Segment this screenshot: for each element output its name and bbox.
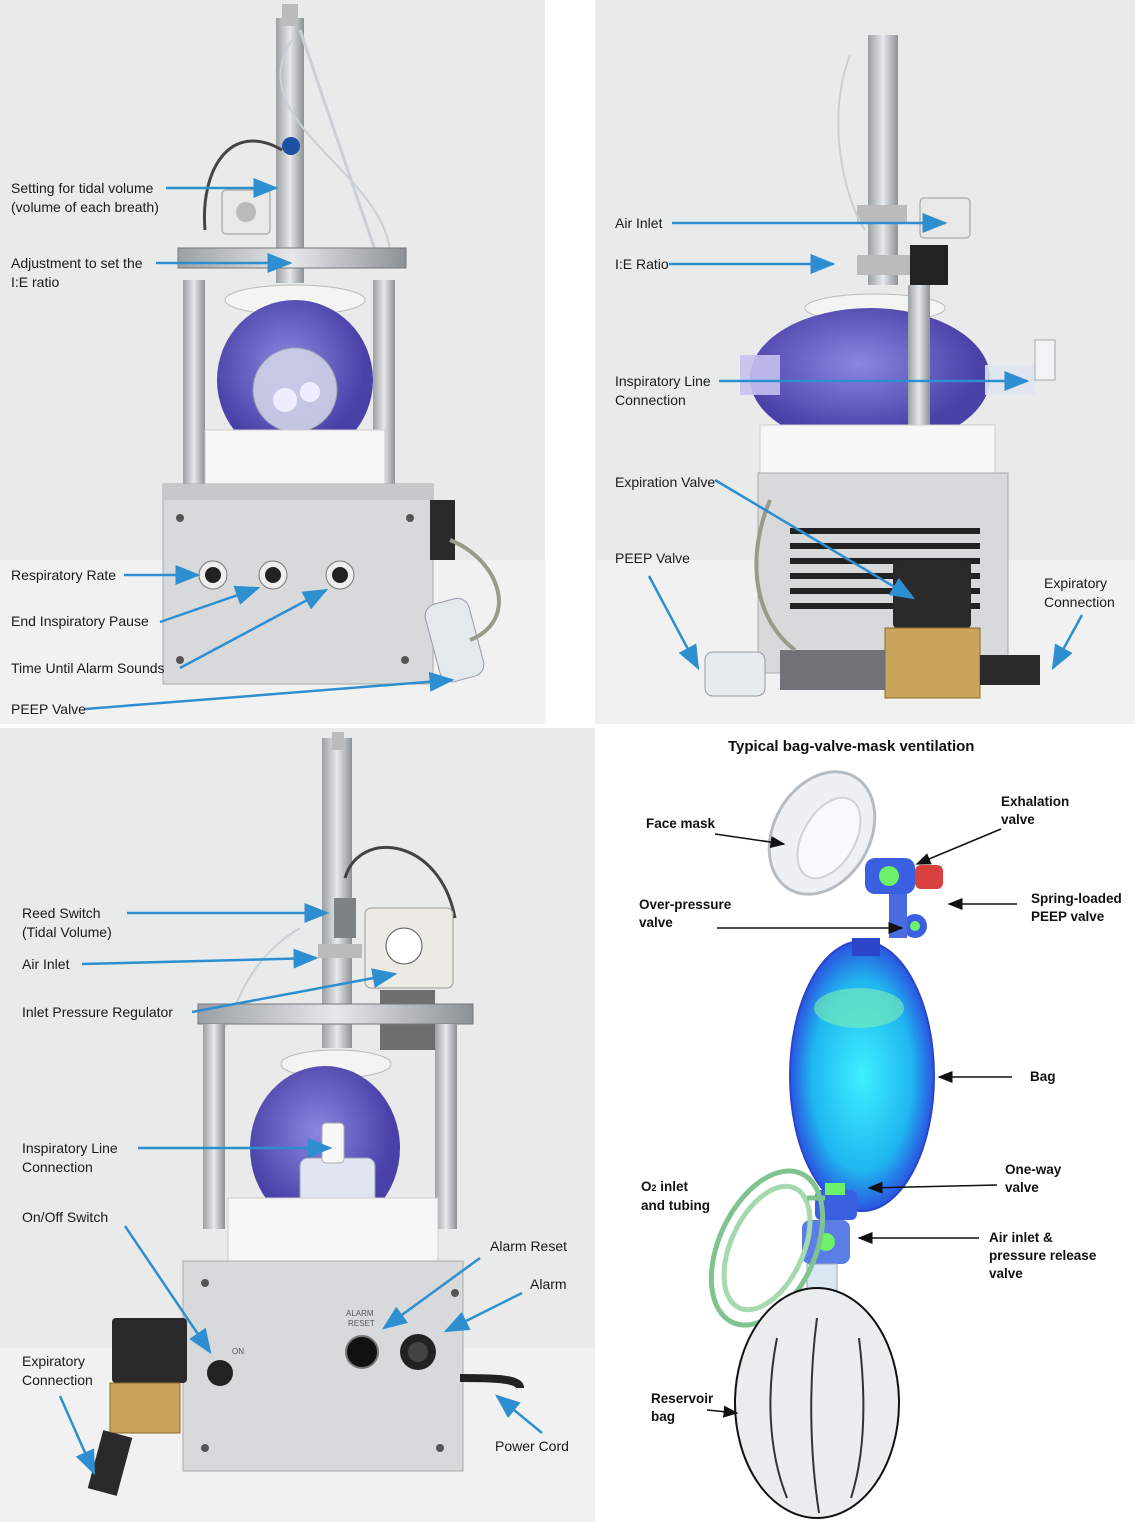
label-reed-switch: Reed Switch (Tidal Volume) — [22, 905, 112, 940]
o2-prefix: O — [641, 1179, 652, 1194]
peep-valve-shape — [915, 865, 943, 889]
arrow-air-inlet-rear — [81, 948, 319, 969]
label-ie-ratio: I:E Ratio — [615, 256, 669, 272]
arrow-peep-valve — [84, 671, 455, 711]
arrow-alarm — [443, 1291, 523, 1333]
arrow-alarm-reset — [381, 1256, 481, 1330]
side-device-illustration — [595, 35, 1135, 724]
bvm-diagram: Typical bag-valve-mask ventilation — [597, 728, 1135, 1522]
label-air-inlet-valve: Air inlet & pressure release valve — [989, 1230, 1097, 1281]
arrow-one-way — [867, 1181, 998, 1194]
arrow-expiration-valve — [714, 478, 916, 600]
label-inspiratory-line-side: Inspiratory Line Connection — [615, 373, 711, 408]
label-inspiratory-line-rear: Inspiratory Line Connection — [22, 1140, 118, 1175]
device-text-reset: RESET — [348, 1319, 375, 1328]
rear-device-illustration: ON ALARM RESET — [0, 732, 595, 1522]
device-text-alarm: ALARM — [346, 1309, 374, 1318]
label-spring-loaded-peep: Spring-loaded PEEP valve — [1031, 891, 1122, 924]
label-peep-valve-side: PEEP Valve — [615, 550, 690, 566]
label-alarm: Alarm — [530, 1276, 567, 1292]
o2-subscript: 2 — [651, 1183, 657, 1193]
label-onoff-switch: On/Off Switch — [22, 1209, 109, 1225]
label-bag: Bag — [1030, 1069, 1056, 1084]
label-respiratory-rate: Respiratory Rate — [11, 567, 117, 583]
label-expiration-valve: Expiration Valve — [615, 474, 716, 490]
label-time-until-alarm: Time Until Alarm Sounds — [11, 660, 165, 676]
arrow-power-cord — [495, 1394, 543, 1434]
arrow-peep-valve-side — [647, 575, 700, 671]
diagram-title: Typical bag-valve-mask ventilation — [728, 738, 975, 755]
o2-line2: and tubing — [641, 1198, 710, 1213]
photo-panel-front: Setting for tidal volume (volume of each… — [0, 0, 545, 724]
label-inlet-pressure-regulator: Inlet Pressure Regulator — [22, 1004, 173, 1020]
one-way-valve-shape — [815, 1190, 857, 1220]
label-reservoir-bag: Reservoir bag — [651, 1391, 714, 1424]
side-arrows — [647, 213, 1084, 671]
label-end-inspiratory-pause: End Inspiratory Pause — [11, 613, 149, 629]
bag-shape — [789, 940, 935, 1212]
bvm-illustration — [706, 770, 1017, 1519]
photo-panel-side: Air Inlet I:E Ratio Inspiratory Line Con… — [595, 0, 1135, 724]
label-expiratory-connection-side: Expiratory Connection — [1044, 575, 1115, 610]
arrow-reservoir — [706, 1405, 739, 1418]
label-o2-inlet: O2 inlet and tubing — [641, 1178, 710, 1215]
arrow-end-insp-pause — [159, 585, 261, 624]
label-expiratory-connection-rear: Expiratory Connection — [22, 1353, 93, 1388]
arrow-exhalation-valve — [915, 828, 1002, 865]
device-text-on: ON — [232, 1347, 244, 1356]
arrow-expiratory-connection-rear — [58, 1395, 96, 1476]
label-exhalation-valve: Exhalation valve — [1001, 794, 1070, 827]
arrow-time-alarm — [179, 588, 329, 670]
label-air-inlet-rear: Air Inlet — [22, 956, 70, 972]
front-arrows — [84, 178, 455, 711]
label-air-inlet-side: Air Inlet — [615, 215, 663, 231]
arrow-onoff-switch — [123, 1225, 212, 1355]
label-alarm-reset: Alarm Reset — [490, 1238, 568, 1254]
label-face-mask: Face mask — [646, 816, 716, 831]
label-tidal-volume: Setting for tidal volume (volume of each… — [11, 180, 159, 215]
o2-tubing-shape — [708, 1168, 826, 1328]
arrow-inlet-regulator — [191, 968, 398, 1014]
arrow-expiratory-connection — [1051, 614, 1084, 671]
photo-panel-rear: ON ALARM RESET Reed Switch (Tidal Volume… — [0, 728, 595, 1522]
arrow-face-mask — [714, 833, 786, 849]
rear-arrows — [58, 903, 543, 1476]
front-device-illustration — [0, 4, 545, 724]
o2-rest: inlet — [656, 1179, 689, 1194]
label-power-cord: Power Cord — [495, 1438, 569, 1454]
label-peep-valve: PEEP Valve — [11, 701, 86, 717]
label-over-pressure-valve: Over-pressure valve — [639, 897, 732, 930]
label-ie-adjust: Adjustment to set the I:E ratio — [11, 255, 143, 290]
label-one-way-valve: One-way valve — [1005, 1162, 1062, 1195]
